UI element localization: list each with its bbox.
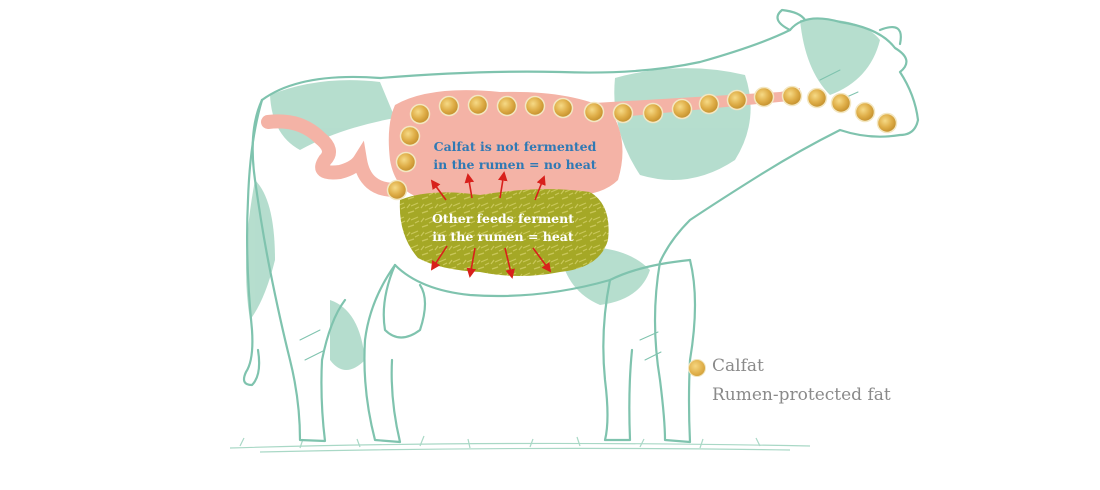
calfat-pellets — [386, 85, 898, 201]
calfat-pellet — [524, 95, 546, 117]
rumen-label: Calfat is not fermented in the rumen = n… — [420, 138, 610, 174]
calfat-pellet — [726, 89, 748, 111]
feed-label-line2: in the rumen = heat — [432, 229, 574, 244]
calfat-pellet — [698, 93, 720, 115]
calfat-pellet — [399, 125, 421, 147]
calfat-pellet — [854, 101, 876, 123]
intestine — [261, 114, 402, 197]
rumen-label-line2: in the rumen = no heat — [433, 157, 597, 172]
calfat-pellet — [467, 94, 489, 116]
ground-grass — [229, 435, 811, 453]
calfat-pellet — [830, 92, 852, 114]
rumen-label-line1: Calfat is not fermented — [433, 139, 597, 154]
calfat-pellet — [642, 102, 664, 124]
cow-outline — [242, 8, 920, 444]
heat-arrows — [430, 171, 552, 279]
calfat-pellet — [806, 87, 828, 109]
heat-arrow — [430, 179, 447, 201]
feed-label: Other feeds ferment in the rumen = heat — [418, 210, 588, 246]
heat-arrow — [464, 173, 475, 199]
calfat-pellet — [781, 85, 803, 107]
calfat-pellet — [409, 103, 431, 125]
heat-arrow — [498, 171, 508, 199]
heat-arrow — [532, 247, 552, 273]
heat-arrow — [466, 247, 477, 278]
legend-pellet-icon — [688, 359, 706, 377]
calfat-pellet — [496, 95, 518, 117]
heat-arrow — [504, 247, 515, 279]
feed-mass — [399, 189, 609, 276]
legend-subtitle: Rumen-protected fat — [712, 385, 891, 405]
calfat-pellet — [753, 86, 775, 108]
calfat-pellet — [395, 151, 417, 173]
calfat-pellet — [438, 95, 460, 117]
feed-label-line1: Other feeds ferment — [431, 211, 574, 226]
calfat-pellet — [671, 98, 693, 120]
heat-arrow — [534, 175, 546, 201]
legend-title: Calfat — [712, 356, 764, 376]
heat-arrow — [430, 245, 448, 271]
calfat-pellet — [552, 97, 574, 119]
calfat-pellet — [876, 112, 898, 134]
calfat-pellet — [386, 179, 408, 201]
calfat-pellet — [612, 102, 634, 124]
calfat-pellet — [583, 101, 605, 123]
